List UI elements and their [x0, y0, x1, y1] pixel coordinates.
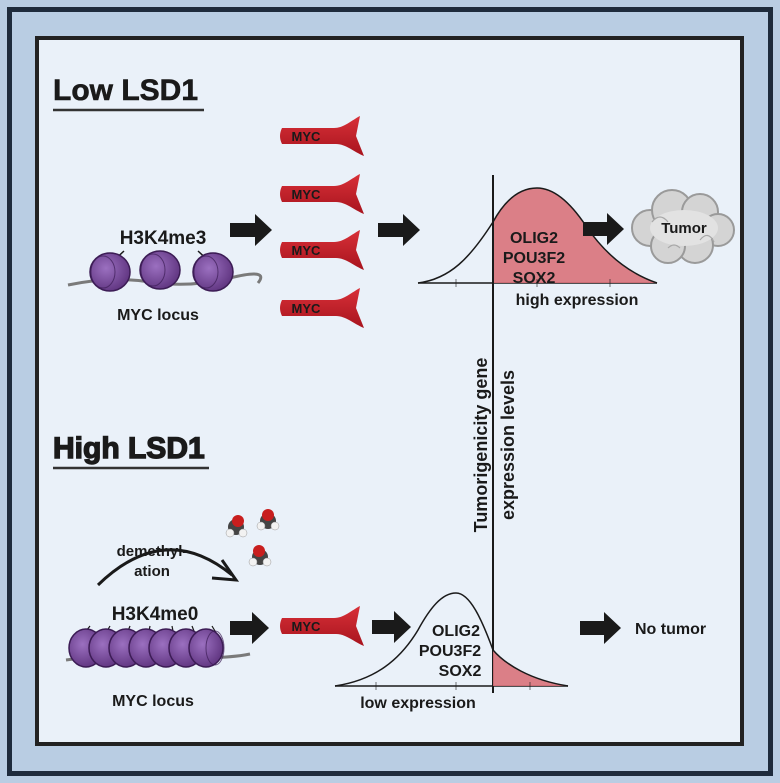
low-expression-curve	[334, 592, 569, 690]
myc-protein: MYC	[280, 116, 364, 156]
tumor-label: Tumor	[661, 220, 707, 237]
axis-label-line-2: expression levels	[498, 370, 518, 520]
demethylation-arrow	[96, 548, 233, 587]
high-arrow-to-outcome	[580, 612, 621, 644]
high-arrow-to-myc	[230, 612, 269, 644]
low-curve-fill	[493, 650, 568, 686]
low-gene-1: OLIG2	[432, 623, 480, 640]
low-expression-label: low expression	[360, 695, 476, 712]
high-expression-label: high expression	[516, 292, 639, 309]
nucleosome-1	[89, 252, 131, 292]
demethylation-arrowhead	[211, 559, 240, 582]
nucleosome-3	[192, 252, 234, 292]
high-gene-2: POU3F2	[503, 250, 565, 267]
demethylation-line-1: demethyl-	[117, 543, 188, 560]
low-lsd1-heading: Low LSD1	[53, 74, 198, 107]
low-arrow-to-tumor	[583, 213, 624, 245]
tumor-cloud-icon	[631, 189, 735, 264]
high-curve-fill	[493, 188, 657, 283]
high-mark-label: H3K4me0	[112, 604, 199, 625]
low-arrow-to-myc	[230, 214, 272, 246]
myc-label: MYC	[292, 619, 322, 634]
low-arrow-to-curve	[378, 214, 420, 246]
high-curve-line	[417, 187, 658, 284]
high-expression-curve	[417, 187, 658, 287]
myc-label: MYC	[292, 187, 322, 202]
axis-label-line-1: Tumorigenicity gene	[471, 358, 491, 533]
demethylation-line-2: ation	[134, 563, 170, 580]
low-curve-line	[334, 592, 569, 687]
myc-protein: MYC	[280, 288, 364, 328]
low-gene-3: SOX2	[439, 663, 482, 680]
high-gene-1: OLIG2	[510, 230, 558, 247]
high-lsd1-heading: High LSD1	[53, 432, 205, 465]
low-locus-label: MYC locus	[117, 307, 199, 324]
high-myc-protein: MYC	[280, 606, 364, 646]
myc-label: MYC	[292, 301, 322, 316]
high-arrow-to-curve	[372, 611, 411, 643]
myc-label: MYC	[292, 243, 322, 258]
formaldehyde-molecules-icon	[225, 509, 280, 567]
no-tumor-label: No tumor	[635, 621, 706, 638]
myc-protein: MYC	[280, 230, 364, 270]
high-gene-3: SOX2	[513, 270, 556, 287]
low-myc-proteins: MYC MYC MYC MYC	[280, 116, 364, 328]
high-locus-label: MYC locus	[112, 693, 194, 710]
myc-label: MYC	[292, 129, 322, 144]
myc-protein: MYC	[280, 174, 364, 214]
nucleosome-2	[139, 250, 181, 290]
high-compact-nucleosomes	[68, 628, 225, 668]
low-nucleosomes	[89, 250, 234, 292]
low-gene-2: POU3F2	[419, 643, 481, 660]
low-mark-label: H3K4me3	[120, 228, 207, 249]
